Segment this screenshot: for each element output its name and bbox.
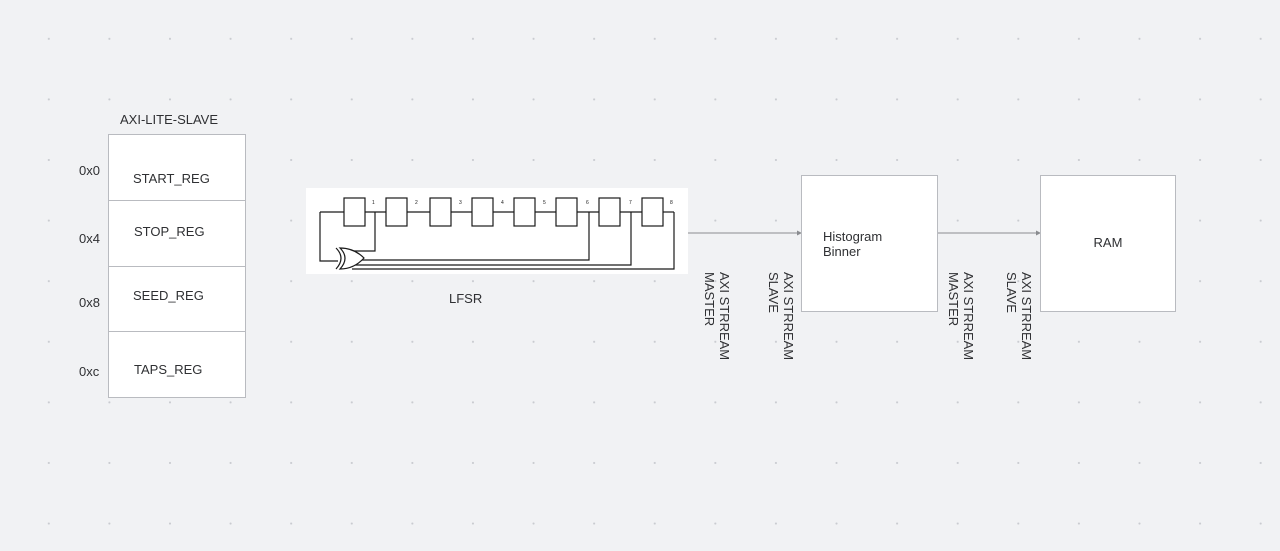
arrowhead-icon xyxy=(1036,230,1041,236)
flip-flop xyxy=(641,197,664,227)
register-name: SEED_REG xyxy=(133,288,204,303)
stage-number: 5 xyxy=(543,200,546,206)
axi-lite-slave-title: AXI-LITE-SLAVE xyxy=(120,112,219,127)
flip-flop xyxy=(513,197,536,227)
register-name: START_REG xyxy=(133,171,210,186)
stream-label-line: SLAVE xyxy=(1004,272,1019,313)
stage-number: 1 xyxy=(372,200,375,206)
ram-block[interactable]: RAM xyxy=(1040,175,1176,312)
stream-label-line: MASTER xyxy=(702,272,717,327)
lfsr-schematic[interactable]: 1 2 3 4 5 6 7 8 xyxy=(306,188,688,274)
arrowhead-icon xyxy=(797,230,802,236)
lfsr-tap-wire xyxy=(352,212,590,261)
register-box-start[interactable]: START_REG xyxy=(108,134,246,201)
lfsr-tap-wire xyxy=(352,212,675,270)
ram-label: RAM xyxy=(1093,235,1123,250)
register-address: 0xc xyxy=(79,364,100,379)
stage-number: 7 xyxy=(629,200,632,206)
flip-flop xyxy=(555,197,578,227)
stage-number: 6 xyxy=(586,200,589,206)
xor-gate-input-arc xyxy=(335,247,342,270)
flip-flop xyxy=(429,197,452,227)
stream-label-line: AXI STRREAM xyxy=(1019,272,1034,361)
stream-label-histogram-master: AXI STRREAM MASTER xyxy=(946,272,976,360)
stream-label-line: SLAVE xyxy=(766,272,781,313)
histogram-binner-block[interactable]: Histogram Binner xyxy=(801,175,938,312)
lfsr-feedback-wire xyxy=(319,212,338,262)
flip-flop xyxy=(343,197,366,227)
register-box-taps[interactable]: TAPS_REG xyxy=(108,331,246,398)
lfsr-tap-wire xyxy=(352,212,632,266)
histogram-binner-label: Histogram Binner xyxy=(823,229,883,259)
stage-number: 3 xyxy=(459,200,462,206)
stream-label-line: AXI STRREAM xyxy=(961,272,976,361)
stream-label-histogram-slave: AXI STRREAM SLAVE xyxy=(766,272,796,360)
register-address: 0x0 xyxy=(79,163,100,178)
flip-flop xyxy=(385,197,408,227)
stream-label-line: AXI STRREAM xyxy=(717,272,732,361)
stage-number: 2 xyxy=(415,200,418,206)
register-address: 0x4 xyxy=(79,231,100,246)
lfsr-label: LFSR xyxy=(449,291,483,306)
stream-label-line: MASTER xyxy=(946,272,961,327)
register-name: TAPS_REG xyxy=(134,362,203,377)
flip-flop xyxy=(598,197,621,227)
flip-flop xyxy=(471,197,494,227)
stage-number: 8 xyxy=(670,200,673,206)
stream-label-lfsr-master: AXI STRREAM MASTER xyxy=(702,272,732,360)
stream-label-ram-slave: AXI STRREAM SLAVE xyxy=(1004,272,1034,360)
stream-label-line: AXI STRREAM xyxy=(781,272,796,361)
stage-number: 4 xyxy=(501,200,504,206)
register-box-seed[interactable]: SEED_REG xyxy=(108,266,246,332)
xor-gate xyxy=(338,247,365,270)
register-name: STOP_REG xyxy=(134,224,205,239)
register-address: 0x8 xyxy=(79,295,100,310)
lfsr-circuit: 1 2 3 4 5 6 7 8 xyxy=(319,197,675,270)
lfsr-tap-wire xyxy=(350,212,376,252)
